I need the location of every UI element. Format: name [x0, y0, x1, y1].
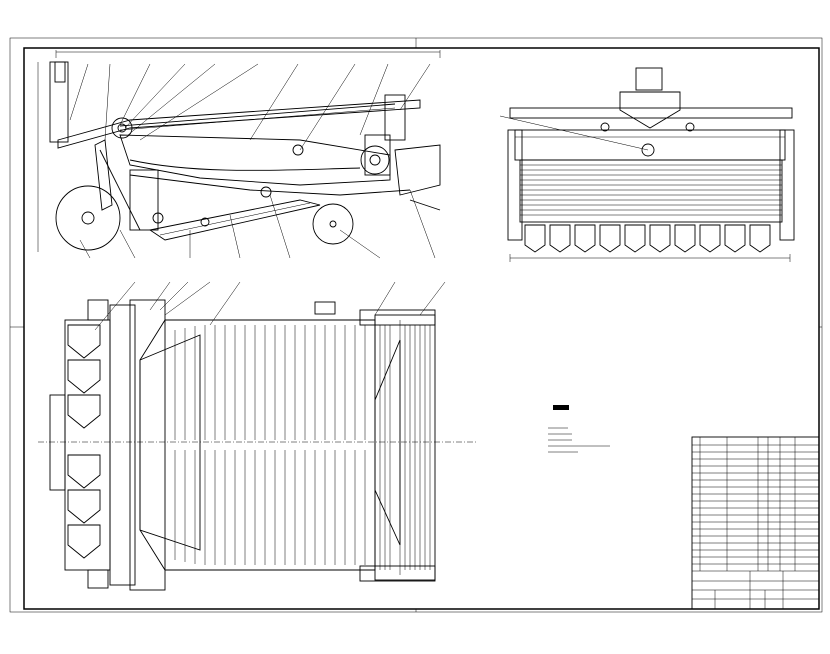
bom-table [692, 437, 819, 572]
slat-lines-lower [174, 450, 366, 565]
plan-view [38, 281, 476, 591]
sheet-border [9, 37, 823, 613]
title-grid [692, 571, 819, 609]
left-shovels [67, 324, 101, 559]
side-view [37, 50, 441, 259]
tine-stack [519, 159, 783, 223]
title-block [691, 436, 820, 610]
roller-lines [379, 320, 431, 575]
front-view [499, 67, 795, 262]
technical-notes [548, 405, 610, 453]
shovel-row [524, 224, 771, 253]
slat-lines-upper [174, 325, 366, 440]
